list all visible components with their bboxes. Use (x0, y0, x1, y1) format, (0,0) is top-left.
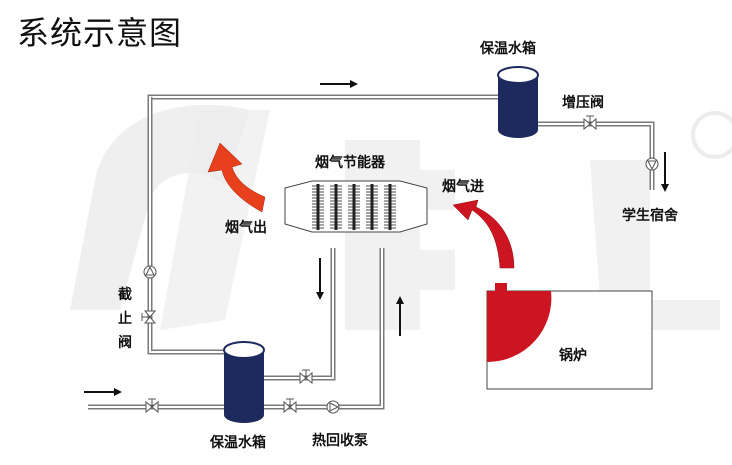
stop-valve-label: 截 止 阀 (117, 283, 133, 355)
heat-recovery-pump-label: 热回收泵 (312, 433, 368, 449)
economizer-label: 烟气节能器 (315, 155, 385, 171)
stop-valve-label-char: 截 (118, 287, 132, 303)
bottom-tank-label: 保温水箱 (210, 435, 266, 451)
stop-valve-label-char: 止 (118, 311, 132, 327)
booster-valve-label: 增压阀 (562, 95, 604, 111)
left-pump-icon (143, 265, 157, 279)
flue-gas-economizer (284, 180, 428, 233)
pipe-economizer-out (264, 248, 336, 381)
page-title: 系统示意图 (17, 14, 183, 52)
pump-icons (143, 157, 659, 414)
inlet-valve-icon (145, 398, 159, 414)
top-tank-label: 保温水箱 (480, 41, 536, 57)
stop-valve-label-char: 阀 (118, 335, 132, 351)
dormitory-label: 学生宿舍 (622, 208, 678, 224)
dormitory-pump-icon (645, 157, 659, 171)
top-water-tank (497, 66, 539, 138)
pump-valve-icon (283, 398, 297, 414)
flue-gas-in-arrow-icon (452, 199, 515, 269)
flue-gas-in-label: 烟气进 (442, 179, 484, 195)
boiler (486, 283, 653, 390)
outlet-valve-icon (299, 369, 313, 385)
valve-icons (141, 115, 597, 414)
heat-recovery-pump-icon (326, 400, 340, 414)
booster-valve-icon (583, 115, 597, 131)
boiler-label: 锅炉 (559, 348, 587, 364)
flue-gas-out-arrow-icon (207, 142, 266, 213)
stop-valve-icon (141, 310, 157, 324)
bottom-water-tank (223, 341, 265, 423)
pipe-network (88, 94, 655, 410)
flow-arrows (84, 80, 669, 396)
flue-gas-out-label: 烟气出 (225, 220, 267, 236)
